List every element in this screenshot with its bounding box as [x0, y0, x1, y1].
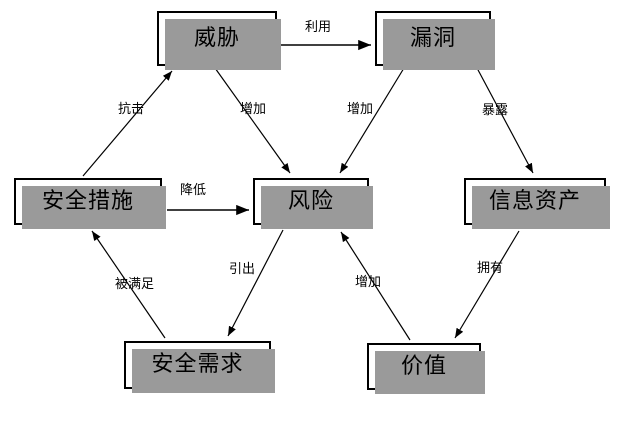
- edge-line-satisfied: [91, 230, 166, 339]
- edge-label-satisfied: 被满足: [115, 277, 155, 292]
- node-label-risk: 风险: [287, 188, 334, 214]
- node-threat[interactable]: 威胁: [157, 11, 281, 70]
- edge-line-vuln-increase: [339, 67, 405, 174]
- node-vulnerability[interactable]: 漏洞: [375, 11, 495, 70]
- edge-label-value-increase: 增加: [355, 275, 382, 290]
- edge-label-reduce: 降低: [180, 183, 207, 198]
- edge-label-vuln-increase: 增加: [347, 102, 374, 117]
- edge-line-own: [454, 230, 520, 339]
- edge-label-exploit: 利用: [305, 20, 332, 35]
- node-label-safeguard: 安全措施: [41, 188, 134, 214]
- node-label-value: 价值: [400, 353, 447, 379]
- node-label-vulnerability: 漏洞: [409, 25, 456, 51]
- node-label-requirement: 安全需求: [151, 352, 244, 377]
- node-asset[interactable]: 信息资产: [464, 178, 610, 229]
- edge-label-threat-increase: 增加: [240, 102, 267, 117]
- edge-label-own: 拥有: [477, 261, 504, 276]
- edge-line-value-increase: [340, 231, 411, 341]
- edge-line-threat-increase: [214, 67, 291, 174]
- edge-line-expose: [476, 67, 534, 174]
- node-value[interactable]: 价值: [367, 343, 485, 394]
- edge-label-expose: 暴露: [482, 103, 509, 118]
- edge-line-counter: [82, 70, 173, 177]
- node-safeguard[interactable]: 安全措施: [14, 178, 166, 229]
- node-risk[interactable]: 风险: [253, 178, 373, 229]
- edge-label-counter: 抗击: [118, 102, 145, 117]
- node-label-asset: 信息资产: [488, 188, 581, 214]
- node-requirement[interactable]: 安全需求: [124, 341, 275, 393]
- edge-line-derive: [227, 229, 284, 337]
- node-label-threat: 威胁: [193, 25, 240, 51]
- edge-label-derive: 引出: [229, 262, 256, 277]
